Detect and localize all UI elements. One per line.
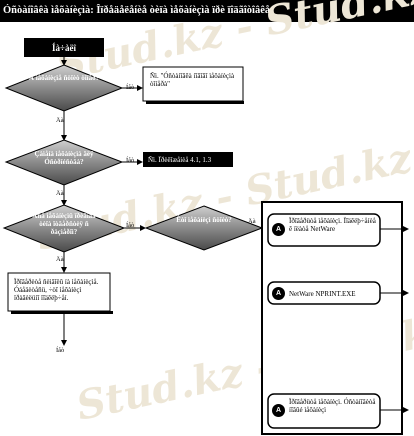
result-item-1-badge: A [272,223,285,236]
result-item-2-badge: A [272,287,285,300]
result-item-1-label: Ïðîâåðüòå ìåõàíèçì. Ïîäêëþ÷åíèå ê ïëàòå … [289,217,376,233]
decision-3-no-label: Íåò [126,222,135,229]
decision-2-no-label: Íåò [126,157,135,164]
result-item-3-badge: A [272,404,285,417]
note-3-box [7,272,111,312]
result-item-1-box [267,213,381,247]
start-box [24,38,104,57]
page-title: Óñòàíîâêà ìåõàíèçìà: Îïðåäåëåíèå òèïà ìå… [3,5,271,16]
note-3-label: Ïðîâåðèòå ñèìâîëû íà ìåõàíèçìå. Óáåäèòåñ… [14,278,99,302]
note-2-label: Ñì. Ïðèëîæåíèå 4.1, 1.3 [148,156,212,164]
decision-4-label: Êòî ìåõàíèçì ñòîèò? [176,216,232,224]
title-bar: Óñòàíîâêà ìåõàíèçìà: Îïðåäåëåíèå òèïà ìå… [0,0,414,22]
decision-4-shape [144,205,264,251]
decision-1-yes-label: Äà [56,117,64,124]
decision-4-yes-label: Äà [248,218,256,225]
decision-2-yes-label: Äà [56,190,64,197]
note-1-shadow [146,101,244,104]
note-3-shadow [11,311,113,314]
start-label: Íà÷àëî [52,43,76,53]
note-1-label: Ñì. "Óñòàíîâêà íîâîãî ìåõàíèçìà òîíåðà" [150,72,235,88]
bottom-label: Íåò [56,347,65,354]
decision-1-label: Â ìåõàíèçìå ñòîèò òîíåð? [28,74,100,82]
decision-2-label: Çàìåíà ìåõàíèçìà äëÿ Óñòðîéñòâà? [34,150,94,166]
note-2-box [143,152,233,167]
result-item-3-box [267,393,381,429]
result-item-2-label: NetWare NPRINT.EXE [289,290,356,298]
decision-3-label: Âñå ìåõàíèçìû ïðèâîäà òèïà îòâåðñòèÿ ñ ð… [32,212,96,236]
result-item-3-label: Ïðîâåðüòå ìåõàíèçì. Óñòàíîâèòå íîâûé ìåõ… [289,398,376,414]
decision-1-no-label: Íåò [126,84,135,91]
note-1-box [142,66,244,102]
decision-3-yes-label: Äà [56,256,64,263]
